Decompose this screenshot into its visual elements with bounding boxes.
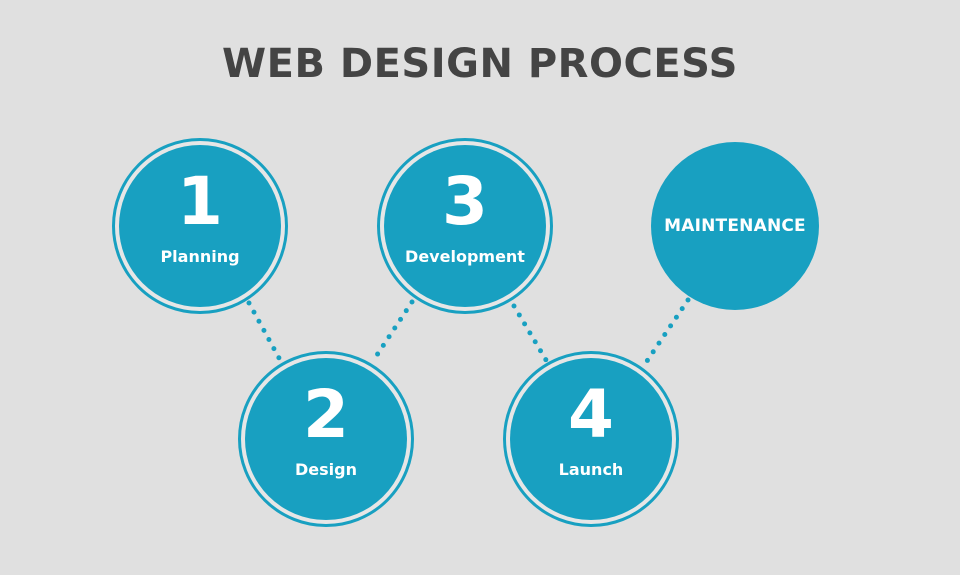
connector-2-3 — [370, 299, 415, 364]
step-label: MAINTENANCE — [664, 216, 806, 236]
step-circle: 4 Launch — [510, 358, 672, 520]
diagram-title: WEB DESIGN PROCESS — [222, 41, 738, 87]
step-number: 1 — [177, 163, 223, 240]
step-planning: 1 Planning — [112, 138, 288, 314]
step-design: 2 Design — [238, 351, 414, 527]
connector-3-4 — [511, 303, 549, 363]
step-development: 3 Development — [377, 138, 553, 314]
step-number: 3 — [442, 163, 488, 240]
step-launch: 4 Launch — [503, 351, 679, 527]
step-number: 4 — [568, 376, 614, 453]
connector-4-maintenance — [640, 297, 691, 370]
step-label: Launch — [558, 460, 624, 479]
step-circle: 1 Planning — [119, 145, 281, 307]
connector-1-2 — [246, 300, 282, 361]
step-number: 2 — [303, 376, 349, 453]
step-circle: 3 Development — [384, 145, 546, 307]
step-label: Planning — [160, 247, 240, 266]
step-maintenance: MAINTENANCE — [651, 142, 819, 310]
step-circle: 2 Design — [245, 358, 407, 520]
step-label: Design — [295, 460, 357, 479]
step-label: Development — [405, 247, 525, 266]
